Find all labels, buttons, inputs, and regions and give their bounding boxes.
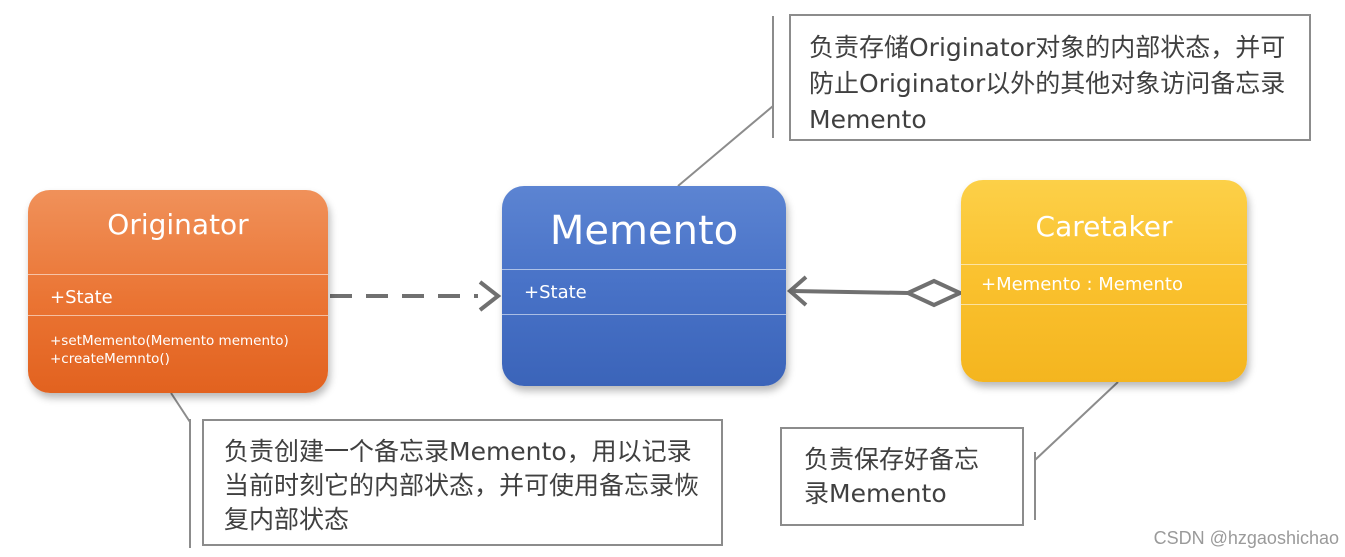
caretaker-divider-bottom bbox=[961, 304, 1247, 305]
originator-attribute: +State bbox=[50, 287, 113, 308]
memento-attribute: +State bbox=[524, 282, 587, 303]
caretaker-class-box: Caretaker +Memento : Memento bbox=[961, 180, 1247, 382]
caretaker-note: 负责保存好备忘录Memento bbox=[780, 427, 1024, 526]
memento-divider-top bbox=[502, 269, 786, 270]
dependency-arrowhead-icon bbox=[478, 280, 502, 312]
aggregation-diamond-icon bbox=[903, 278, 965, 308]
note-leader-memento bbox=[677, 105, 774, 187]
memento-divider-bottom bbox=[502, 314, 786, 315]
originator-class-box: Originator +State +setMemento(Memento me… bbox=[28, 190, 328, 393]
memento-class-box: Memento +State bbox=[502, 186, 786, 386]
caretaker-divider-top bbox=[961, 264, 1247, 265]
memento-note: 负责存储Originator对象的内部状态，并可防止Originator以外的其… bbox=[789, 14, 1311, 141]
originator-class-name: Originator bbox=[107, 208, 249, 241]
originator-operation: +createMemnto() bbox=[50, 351, 170, 367]
watermark: CSDN @hzgaoshichao bbox=[1153, 528, 1339, 548]
originator-operation: +setMemento(Memento memento) bbox=[50, 333, 289, 349]
note-leader-originator bbox=[170, 392, 191, 423]
aggregation-arrowhead-icon bbox=[786, 275, 808, 307]
originator-divider-bottom bbox=[28, 315, 328, 316]
originator-note: 负责创建一个备忘录Memento，用以记录当前时刻它的内部状态，并可使用备忘录恢… bbox=[202, 419, 723, 546]
aggregation-line bbox=[791, 289, 909, 295]
caretaker-attribute: +Memento : Memento bbox=[981, 274, 1183, 295]
originator-operations: +setMemento(Memento memento) +createMemn… bbox=[50, 332, 289, 368]
originator-divider-top bbox=[28, 274, 328, 275]
note-leader-caretaker bbox=[1034, 381, 1119, 461]
caretaker-class-name: Caretaker bbox=[1035, 210, 1173, 243]
memento-class-name: Memento bbox=[549, 208, 739, 254]
